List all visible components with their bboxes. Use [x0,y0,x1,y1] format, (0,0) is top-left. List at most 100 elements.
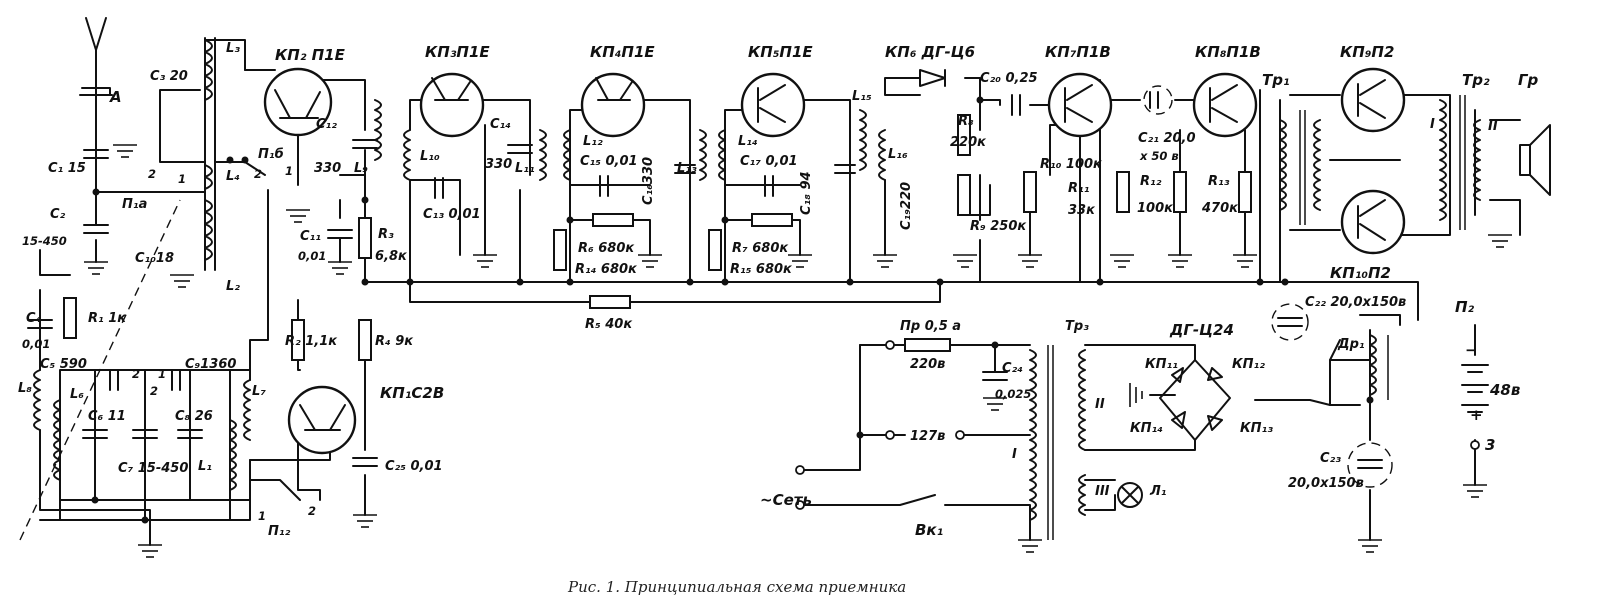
label-r4: R₄ 9к [375,334,414,349]
label-c20: C₂₀ 0,25 [980,71,1038,86]
resistors [63,114,1252,361]
label-c21-value: х 50 в [1139,149,1179,163]
ground-icon [473,254,497,268]
ground-icon [1233,254,1257,268]
coil-tr3-lamp [1078,474,1086,516]
label-c7: C₇ 15-450 [118,461,188,476]
ground-icon [353,514,377,528]
label-kp13: КП₁₃ [1240,421,1273,436]
coil-dr1 [1369,334,1377,396]
label-c11: C₁₁ [300,229,321,244]
label-kp3: КП₃П1Е [425,43,490,61]
resistor-r5 [589,295,631,309]
label-c24-value: 0,025 [995,387,1031,401]
fuse [904,338,951,352]
coil-l2 [204,199,213,261]
capacitor-c25 [352,457,378,467]
label-c8: C₈ 26 [175,409,213,424]
label-c4-value: 0,01 [22,337,50,351]
ground-icon [1110,254,1134,268]
label-gr: Гр [1518,71,1539,89]
label-n1d: 1 [258,509,266,523]
label-c22: C₂₂ 20,0х150в [1305,295,1406,310]
label-bridge: ДГ-Ц24 [1169,321,1234,339]
ground-icon [1488,234,1512,248]
label-kp9: КП₉П2 [1340,43,1394,61]
resistor-r6 [592,213,634,227]
transistor-kp4 [580,72,646,138]
label-l9: L₉ [354,161,368,176]
diode-kp6 [919,69,946,87]
label-c23: C₂₃ [1320,451,1341,466]
label-l2: L₂ [226,279,240,294]
speaker-icon [1519,124,1551,196]
capacitor-c6 [82,429,108,439]
label-minus: − [1465,341,1478,359]
coil-l6 [53,399,61,481]
label-r3-value: 6,8к [375,249,408,264]
label-r8: R₈ [958,114,974,129]
transistor-kp9 [1340,67,1406,133]
label-r10: R₁₀ 100к [1040,157,1103,172]
capacitor-c24 [982,371,1008,381]
label-kp2: КП₂ П1Е [275,46,346,64]
label-kp14: КП₁₄ [1130,421,1163,436]
capacitor-c4 [27,319,53,329]
capacitor-c15 [599,175,609,197]
label-l3: L₃ [226,41,240,56]
label-r8-value: 220к [950,135,987,150]
label-l13: L₁₃ [677,161,697,176]
label-antenna: А [109,88,122,106]
coil-l3 [204,39,213,101]
figure-caption: Рис. 1. Принципиальная схема приемника [567,578,906,596]
resistor-r15 [708,229,722,271]
label-terminal-3: 3 [1485,436,1495,454]
transistor-kp3 [419,72,485,138]
capacitor-c17 [764,175,774,197]
label-kp7: КП₇П1В [1045,43,1111,61]
ground-icon [983,397,1007,411]
label-c9: C₉1360 [185,357,236,372]
coil-l14 [718,129,726,181]
ground-icon [113,144,137,158]
label-n1a: 1 [178,172,186,186]
ground-icon [1463,484,1487,498]
label-c1: C₁ 15 [48,161,86,176]
label-n2d: 2 [150,384,158,398]
label-127v: 127в [910,429,945,444]
coil-l7 [243,379,251,441]
coil-tr3-secondary [1078,349,1086,451]
label-r11: R₁₁ [1068,181,1090,196]
label-r11-value: 33к [1068,203,1096,218]
label-l12: L₁₂ [583,134,603,149]
label-c14-value: 330 [485,157,512,172]
label-l11: L₁₁ [515,161,535,176]
ground-symbols [84,144,1512,558]
resistor-r9 [957,174,971,216]
label-kp6: КП₆ ДГ-Ц6 [885,43,975,61]
label-c12-value: 330 [314,161,341,176]
label-tr2-winding-i: I [1430,117,1435,132]
label-c11-value: 0,01 [298,249,326,263]
label-r5: R₅ 40к [585,317,633,332]
capacitor-c1 [83,149,109,159]
label-kp12: КП₁₂ [1232,357,1265,372]
capacitor-c7 [132,429,158,439]
label-p12: П₁₂ [268,524,291,539]
transistor-kp10 [1340,189,1406,255]
label-tr3-winding-iii: III [1095,484,1110,499]
transistor-symbols [274,77,1386,431]
capacitor-c14 [507,144,533,154]
label-n1b: 1 [285,164,293,178]
label-p1b: П₁б [258,147,284,162]
label-c3: C₃ 20 [150,69,188,84]
label-l10: L₁₀ [420,149,440,164]
resistor-r1 [63,297,77,339]
coil-l9 [374,99,382,161]
label-c2: C₂ [50,207,66,222]
capacitor-c8 [177,429,203,439]
resistor-r2 [291,319,305,361]
label-r13: R₁₃ [1208,174,1230,189]
label-l14: L₁₄ [738,134,758,149]
